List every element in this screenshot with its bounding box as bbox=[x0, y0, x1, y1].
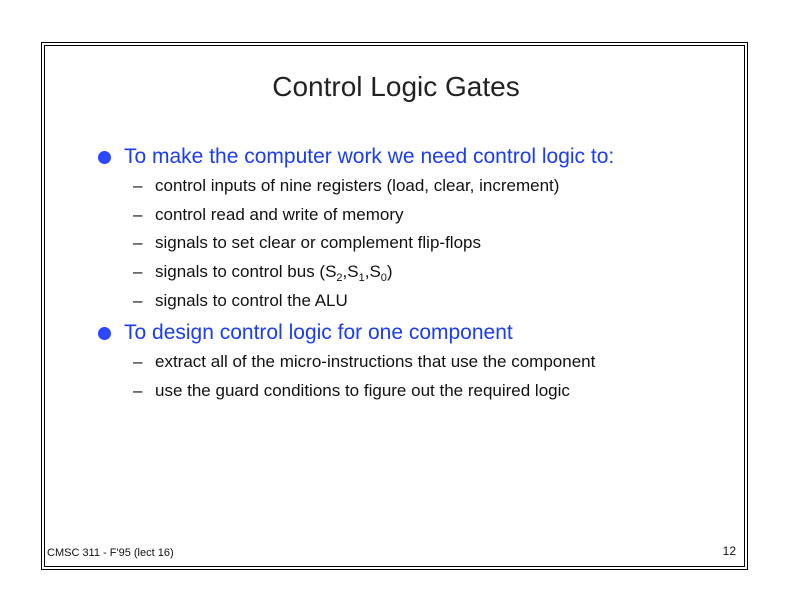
sub-item-text-mid: ,S bbox=[342, 262, 359, 281]
sub-item: – signals to control bus (S2,S1,S0) bbox=[133, 261, 393, 284]
dash-icon: – bbox=[133, 381, 143, 400]
sub-item-text: signals to control the ALU bbox=[155, 291, 348, 310]
dash-icon: – bbox=[133, 176, 143, 195]
subscript: 1 bbox=[358, 272, 365, 284]
subscript: 2 bbox=[336, 272, 343, 284]
sub-item-text-mid: ,S bbox=[364, 262, 381, 281]
sub-item-text: control read and write of memory bbox=[155, 205, 404, 224]
dash-icon: – bbox=[133, 352, 143, 371]
bullet-dot-icon bbox=[98, 326, 111, 340]
sub-item-text: signals to control bus (S2,S1,S0) bbox=[155, 261, 393, 284]
slide-outer-border bbox=[41, 42, 748, 570]
sub-item: – control inputs of nine registers (load… bbox=[133, 175, 559, 197]
bullet-dot-icon bbox=[98, 150, 111, 164]
page-number: 12 bbox=[722, 544, 736, 558]
sub-item-text-prefix: signals to control bus (S bbox=[155, 262, 337, 281]
footer-course-label: CMSC 311 - F'95 (lect 16) bbox=[47, 547, 174, 559]
sub-item: – signals to set clear or complement fli… bbox=[133, 232, 481, 254]
dash-icon: – bbox=[133, 205, 143, 224]
slide-inner-border bbox=[44, 45, 745, 567]
sub-item-text: signals to set clear or complement flip-… bbox=[155, 233, 481, 252]
sub-item: – control read and write of memory bbox=[133, 204, 404, 226]
bullet-item-1: To make the computer work we need contro… bbox=[98, 144, 614, 170]
bullet-item-2: To design control logic for one componen… bbox=[98, 320, 513, 346]
dash-icon: – bbox=[133, 291, 143, 310]
sub-item: – use the guard conditions to figure out… bbox=[133, 380, 570, 402]
dash-icon: – bbox=[133, 233, 143, 252]
sub-item-text: extract all of the micro-instructions th… bbox=[155, 352, 596, 371]
bullet-text: To make the computer work we need contro… bbox=[124, 145, 615, 168]
sub-item-text: control inputs of nine registers (load, … bbox=[155, 176, 560, 195]
dash-icon: – bbox=[133, 262, 143, 281]
sub-item-text-suffix: ) bbox=[386, 262, 393, 281]
bullet-text: To design control logic for one componen… bbox=[124, 321, 513, 344]
sub-item: – extract all of the micro-instructions … bbox=[133, 351, 595, 373]
sub-item-text: use the guard conditions to figure out t… bbox=[155, 381, 570, 400]
sub-item: – signals to control the ALU bbox=[133, 290, 348, 312]
subscript: 0 bbox=[380, 272, 387, 284]
slide-title: Control Logic Gates bbox=[272, 71, 520, 102]
